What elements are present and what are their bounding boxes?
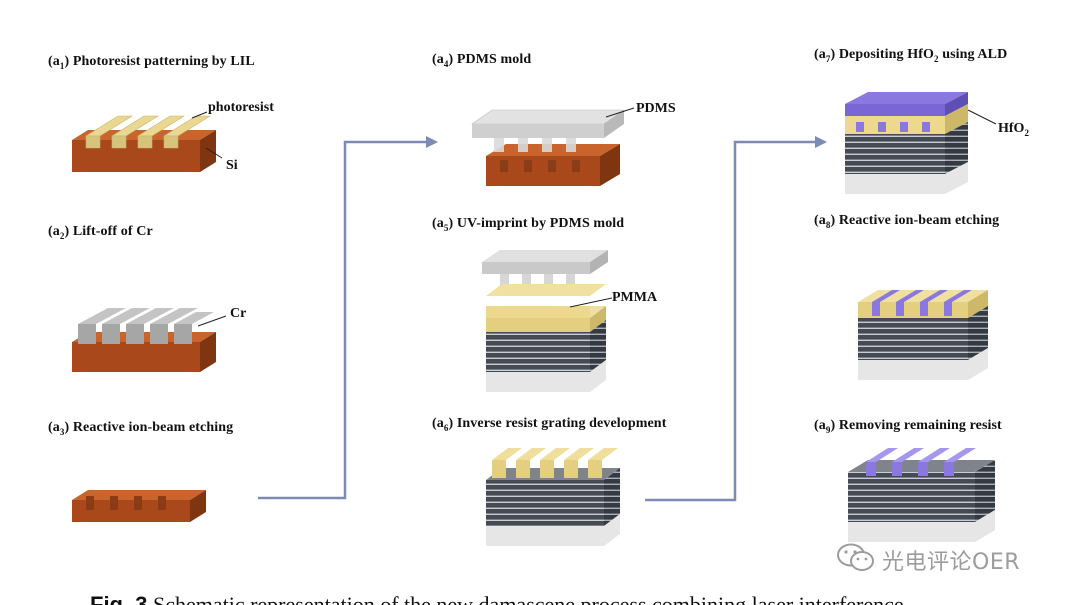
step-label-a9: (a9) Removing remaining resist xyxy=(814,418,1002,435)
diagram-a6 xyxy=(486,448,620,546)
callout-hfo2: HfO2 xyxy=(998,121,1029,138)
wechat-icon xyxy=(836,542,876,579)
flow-arrow-1 xyxy=(258,136,438,500)
watermark-text: 光电评论OER xyxy=(882,550,1021,575)
callout-cr: Cr xyxy=(230,306,247,321)
figure-caption: Fig. 3 Schematic representation of the n… xyxy=(90,592,904,605)
diagram-a5 xyxy=(482,250,613,392)
diagram-a2 xyxy=(72,308,227,372)
step-label-a8: (a8) Reactive ion-beam etching xyxy=(814,213,1000,230)
diagram-a9 xyxy=(848,448,995,542)
diagram-a8 xyxy=(858,290,988,380)
callout-pdms: PDMS xyxy=(636,101,676,116)
callout-pmma: PMMA xyxy=(612,290,658,305)
callout-photoresist: photoresist xyxy=(208,100,274,115)
callout-si: Si xyxy=(226,158,238,173)
diagram-a1 xyxy=(72,111,223,172)
diagram-a3 xyxy=(72,490,206,522)
watermark: 光电评论OER xyxy=(836,540,1056,580)
diagram-a4 xyxy=(471,107,635,186)
step-label-a3: (a3) Reactive ion-beam etching xyxy=(48,420,234,437)
step-label-a2: (a2) Lift-off of Cr xyxy=(48,224,153,241)
flow-arrow-2 xyxy=(645,136,827,502)
step-label-a1: (a1) Photoresist patterning by LIL xyxy=(48,54,255,71)
step-label-a4: (a4) PDMS mold xyxy=(432,52,532,69)
diagram-a7 xyxy=(845,92,997,194)
step-label-a7: (a7) Depositing HfO2 using ALD xyxy=(814,47,1008,64)
step-label-a6: (a6) Inverse resist grating development xyxy=(432,416,667,433)
step-label-a5: (a5) UV-imprint by PDMS mold xyxy=(432,216,625,233)
